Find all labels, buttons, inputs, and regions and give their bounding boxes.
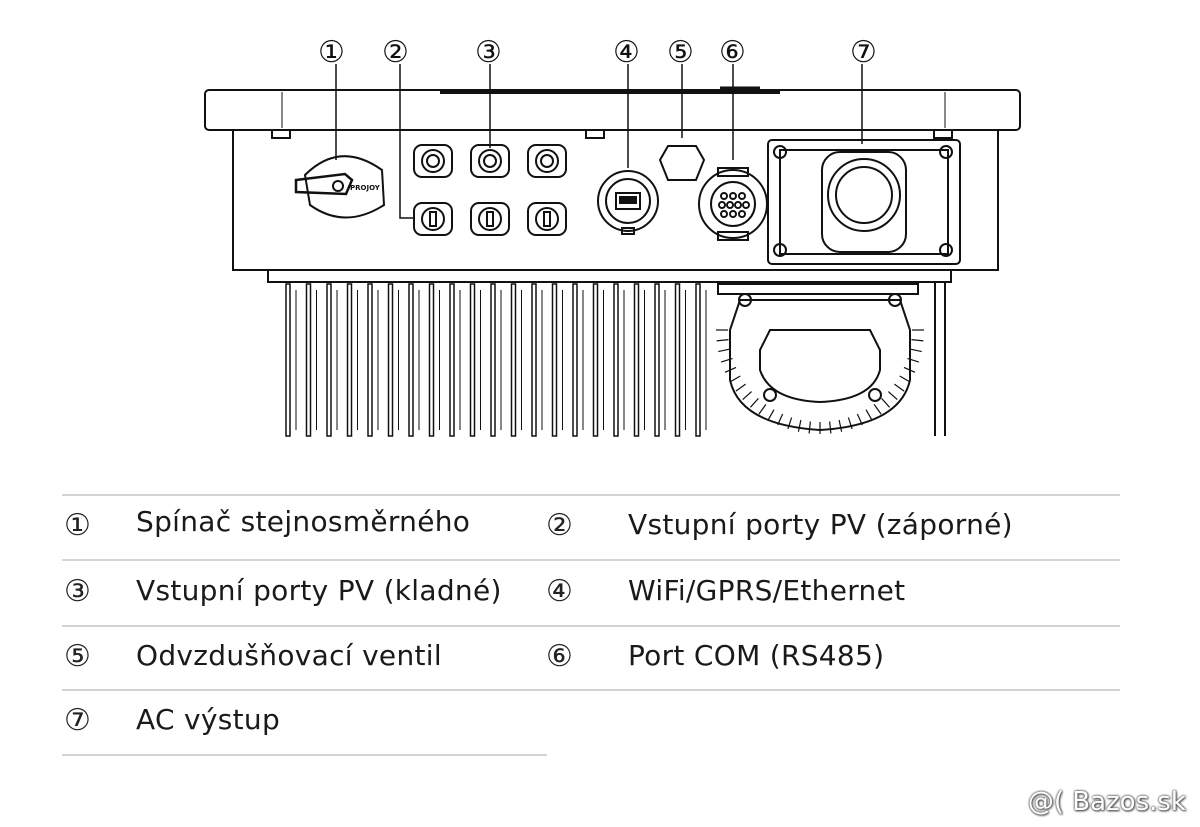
pv-port-positive-2 [470,144,510,178]
legend-divider [62,625,1120,627]
heatsink-fin [408,283,414,437]
inverter-bottom-view-diagram: ① ② ③ ④ ⑤ ⑥ ⑦ PROJOY [204,35,1021,437]
callout-4: ④ [613,35,640,70]
bracket-rib [718,348,731,353]
pv-port-negative-3 [527,202,567,236]
callout-5: ⑤ [667,35,694,70]
pv-port-negative-1 [413,202,453,236]
pv-port-positive-1 [413,144,453,178]
heatsink-fin [633,283,640,437]
bracket-rib [907,357,920,363]
bracket-rib [856,413,863,426]
bracket-rib [911,339,924,342]
wifi-port [597,170,659,235]
bracket-rib [865,409,873,421]
bracket-rib [720,357,733,363]
bracket-rib [758,404,767,415]
bracket-rib [808,421,811,434]
bracket-rib [742,391,753,401]
callout-markers: ① ② ③ ④ ⑤ ⑥ ⑦ [318,35,877,70]
bracket-rib [838,419,843,432]
bracket-rib [797,419,802,432]
legend-divider [62,754,547,756]
heatsink-fin [551,283,558,437]
bracket-ribs [716,329,924,434]
heatsink-fin [428,283,435,437]
bracket-rib [873,404,882,415]
heatsink-fin [695,283,701,437]
bracket-rib [716,339,729,342]
heatsink-fin [449,283,455,437]
bracket-rib [881,397,891,408]
heatsink-fin [326,283,332,437]
legend-label-pv-positive: Vstupní porty PV (kladné) [136,574,502,607]
callout-2: ② [382,35,409,70]
bracket-rib [767,409,775,421]
legend-label-wifi: WiFi/GPRS/Ethernet [628,574,906,607]
heatsink-fin [387,283,394,437]
bracket-rib [887,391,898,401]
legend-number-1: ① [64,508,91,543]
heatsink-fin [572,283,578,437]
heatsink-fin [510,283,517,437]
legend-number-5: ⑤ [64,639,91,674]
bracket-rib [729,375,741,383]
heatsink-fin [346,283,353,437]
bracket-rib [777,413,784,426]
watermark-logo: @( Bazos.sk [1027,787,1186,817]
legend-label-vent-valve: Odvzdušňovací ventil [136,639,442,672]
heatsink-fin [531,283,537,437]
bracket-rib [847,417,853,430]
callout-3: ③ [475,35,502,70]
legend-label-pv-negative: Vstupní porty PV (záporné) [628,508,1013,541]
heatsink-fin [674,283,681,437]
legend-label-dc-switch: Spínač stejnosměrného [136,505,471,538]
com-port [698,167,768,241]
bracket-rib [909,348,922,353]
legend-divider [62,494,1120,496]
bracket-rib [829,421,832,434]
heatsink-fin [285,283,291,437]
bracket-rib [787,417,793,430]
legend-divider [62,559,1120,561]
legend-number-7: ⑦ [64,703,91,738]
callout-7: ⑦ [850,35,877,70]
heatsink-fin [613,283,619,437]
legend-label-com-port: Port COM (RS485) [628,639,885,672]
ac-cover-bracket [717,283,919,432]
legend-number-6: ⑥ [546,639,573,674]
bracket-rib [903,366,916,373]
legend-number-2: ② [546,508,573,543]
bracket-rib [735,383,746,392]
dc-switch: PROJOY [294,155,386,219]
legend-number-3: ③ [64,574,91,609]
heatsink-fins [285,283,707,437]
bracket-rib [749,397,759,408]
callout-1: ① [318,35,345,70]
bracket-rib [724,366,737,373]
heatsink-fin [592,283,599,437]
bracket-rib [894,383,905,392]
leader-lines [335,64,863,219]
heatsink-fin [367,283,373,437]
heatsink-fin [305,283,312,437]
heatsink-fin [654,283,660,437]
pv-port-positive-3 [527,144,567,178]
pv-port-negative-2 [470,202,510,236]
legend-number-4: ④ [546,574,573,609]
legend-label-ac-output: AC výstup [136,703,281,736]
vent-valve [658,145,706,181]
heatsink-fin [469,283,476,437]
ac-output [767,139,961,265]
legend-divider [62,689,1120,691]
bracket-rib [899,375,911,383]
switch-brand: PROJOY [350,184,381,192]
pv-ports [413,144,567,236]
heatsink-fin [490,283,496,437]
